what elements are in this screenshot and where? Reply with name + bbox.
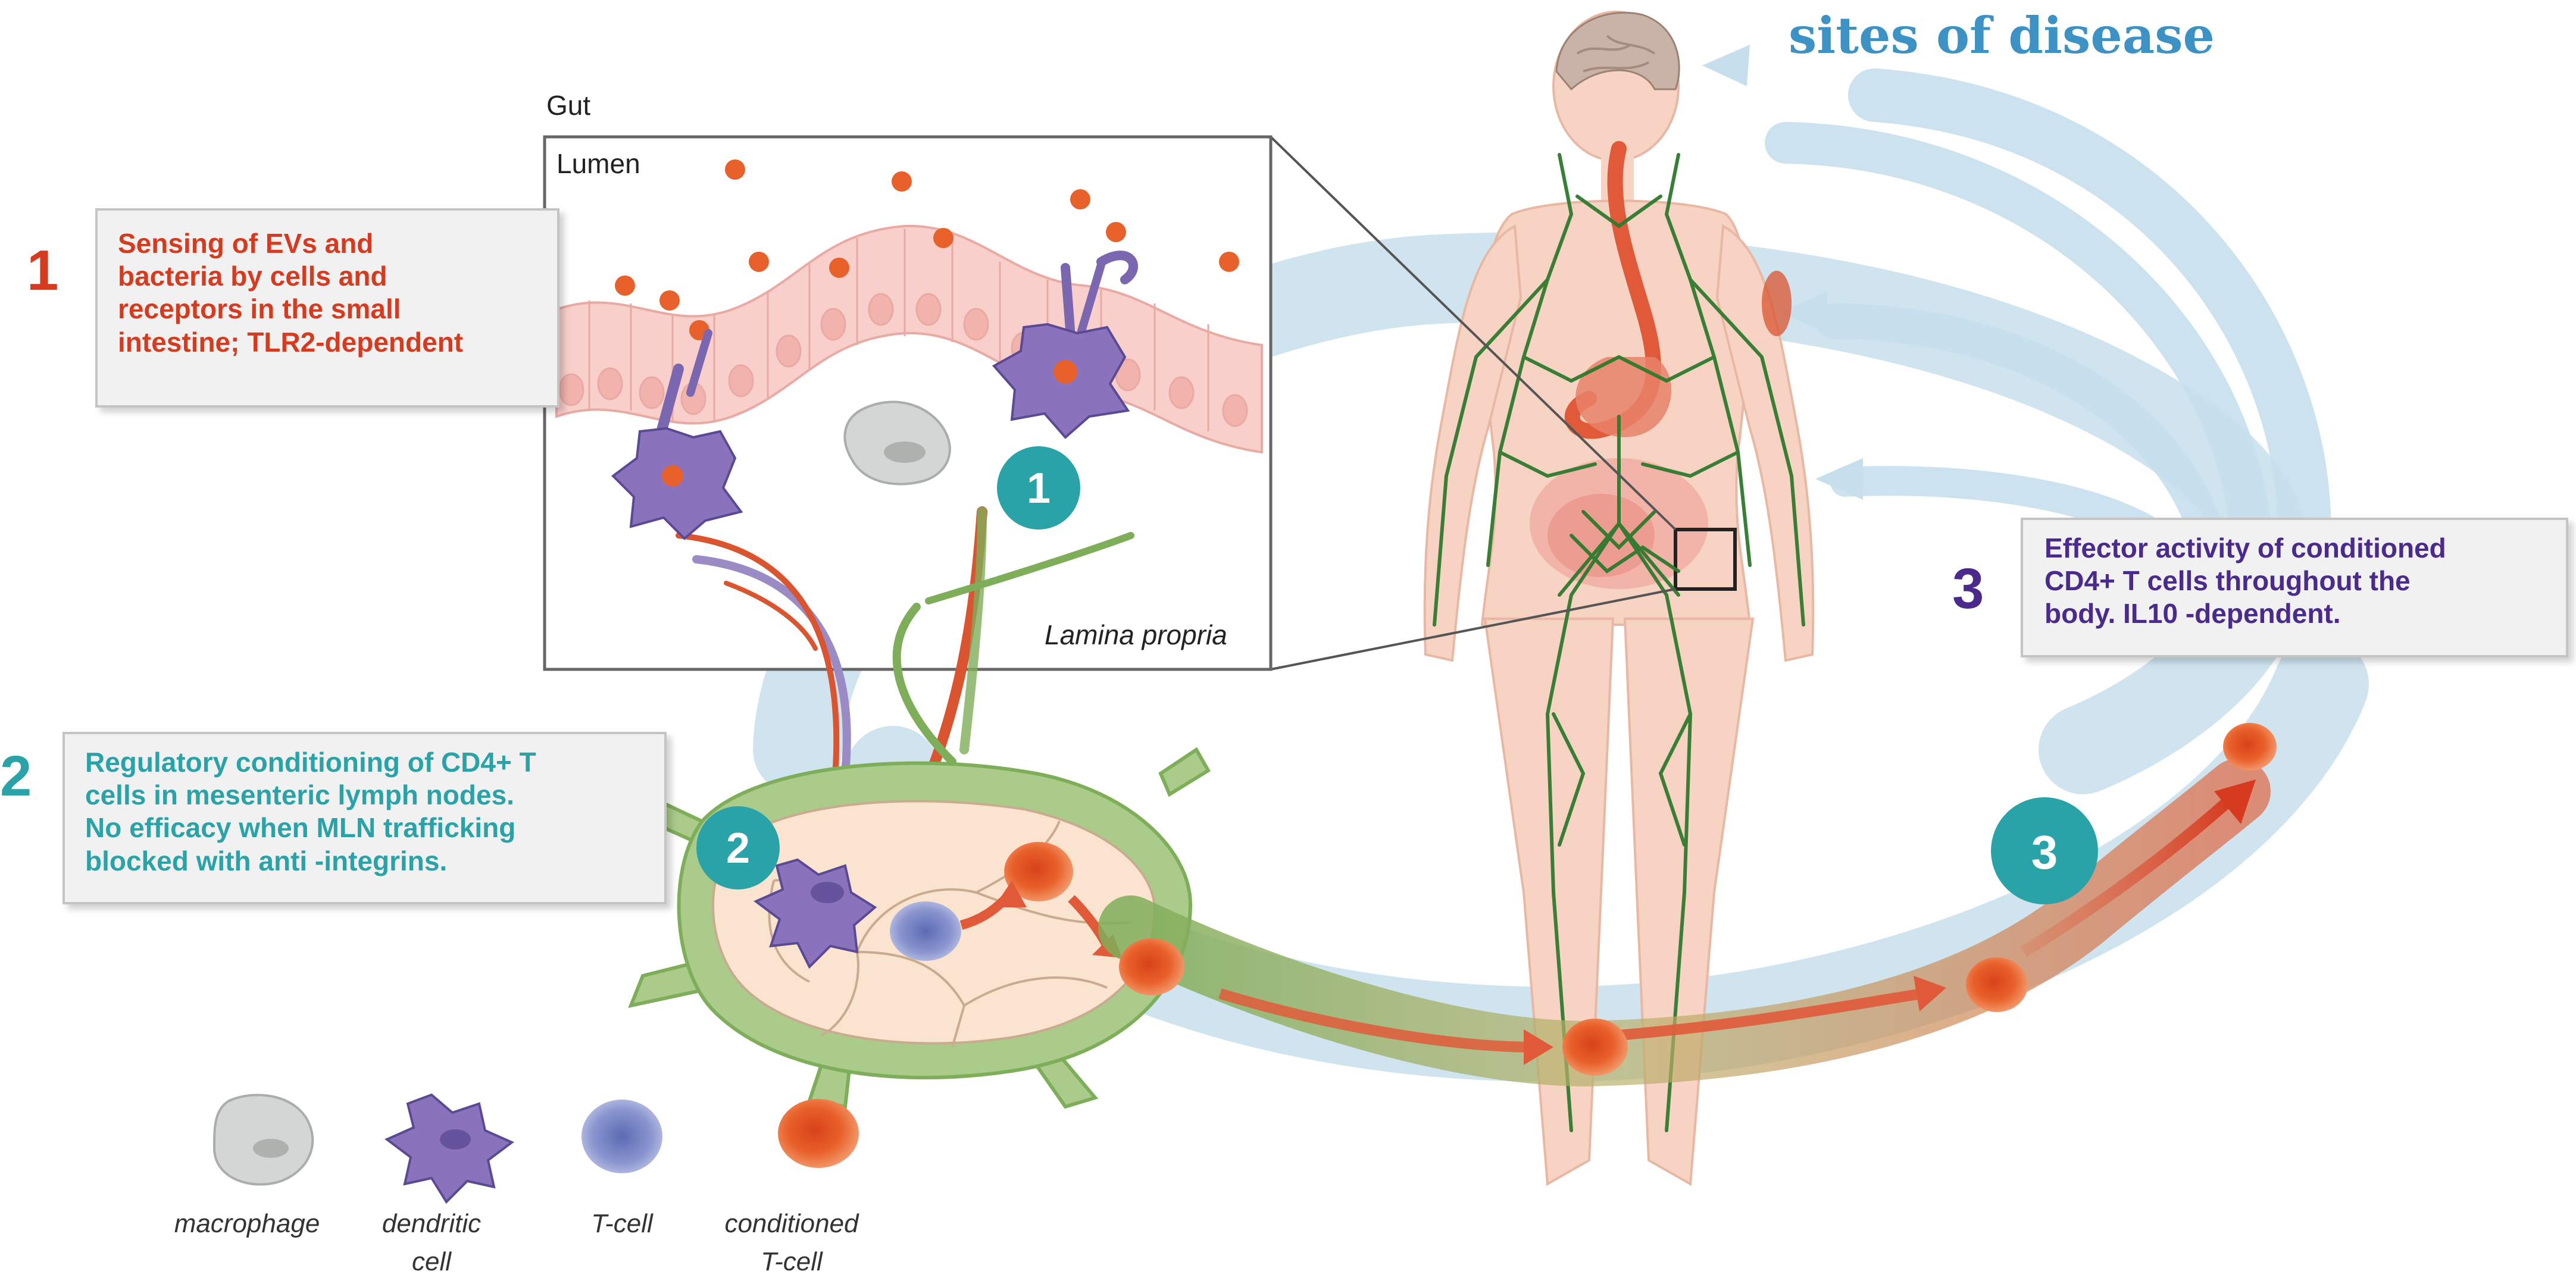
step-3-line: CD4+ T cells throughout the — [2044, 565, 2411, 597]
human-body — [1423, 11, 1815, 1186]
step-2-line: cells in mesenteric lymph nodes. — [85, 779, 514, 811]
step-3-line: Effector activity of conditioned — [2044, 533, 2446, 563]
step-badge-3-label: 3 — [2031, 826, 2058, 879]
step-2-callout: Regulatory conditioning of CD4+ T cells … — [62, 732, 667, 904]
lamina-propria-label: Lamina propria — [1045, 619, 1227, 650]
legend-label-conditioned-t-cell: conditioned T-cell — [661, 1205, 923, 1281]
migrating-conditioned-t-cell — [1119, 938, 1184, 995]
step-2-line: blocked with anti -integrins. — [85, 845, 448, 876]
step-2-line: No efficacy when MLN trafficking — [85, 812, 516, 844]
legend-label-t-cell: T-cell — [524, 1205, 720, 1243]
legend-label-line: dendritic — [382, 1209, 482, 1238]
diagram-title: sites of disease — [1789, 6, 2215, 65]
conditioned-t-cell-icon — [778, 1099, 859, 1168]
node-dendritic-cell — [754, 858, 877, 969]
step-1-line: receptors in the small — [118, 293, 401, 325]
step-1-number: 1 — [27, 239, 59, 302]
step-badge-1-label: 1 — [1027, 465, 1051, 512]
step-1-line: bacteria by cells and — [118, 261, 387, 292]
step-1-line: intestine; TLR2-dependent — [118, 326, 464, 358]
legend-label-line: macrophage — [174, 1209, 320, 1238]
step-1-line: Sensing of EVs and — [118, 228, 374, 259]
step-3-number: 3 — [1952, 557, 1984, 621]
lumen-label: Lumen — [557, 148, 640, 179]
step-2-line: Regulatory conditioning of CD4+ T — [85, 747, 536, 778]
step-badge-1: 1 — [997, 446, 1080, 530]
node-conditioned-t-cell — [1004, 842, 1073, 901]
node-t-cell — [890, 901, 961, 961]
legend-label-line: T-cell — [761, 1246, 823, 1276]
step-badge-2-label: 2 — [726, 825, 750, 872]
t-cell-migration-path — [1098, 723, 2277, 1086]
legend-icons — [212, 1093, 859, 1204]
dendritic-cell-icon — [384, 1093, 514, 1204]
inset-dendritic-cell-left — [611, 329, 743, 540]
step-badge-2: 2 — [696, 806, 780, 890]
step-3-line: body. IL10 -dependent. — [2044, 598, 2341, 629]
legend-label-line: cell — [411, 1246, 452, 1276]
migrating-conditioned-t-cell — [1966, 957, 2028, 1012]
inset-macrophage — [843, 400, 951, 486]
legend-label-line: conditioned — [724, 1209, 859, 1238]
step-1-callout: Sensing of EVs and bacteria by cells and… — [95, 208, 559, 408]
gut-inset — [543, 135, 1677, 863]
step-2-number: 2 — [0, 744, 32, 808]
inset-dendritic-cell-right — [992, 250, 1139, 439]
legend-label-line: T-cell — [591, 1209, 653, 1238]
step-badge-3: 3 — [1991, 797, 2098, 904]
step-3-callout: Effector activity of conditioned CD4+ T … — [2021, 518, 2568, 657]
macrophage-icon — [212, 1094, 314, 1186]
migrating-conditioned-t-cell — [2223, 723, 2277, 771]
legend-label-macrophage: macrophage — [149, 1205, 345, 1243]
lymph-node — [628, 747, 1211, 1109]
t-cell-icon — [582, 1100, 662, 1173]
migrating-conditioned-t-cell — [1562, 1019, 1628, 1076]
legend-label-dendritic-cell: dendritic cell — [333, 1205, 530, 1281]
gut-label: Gut — [546, 90, 591, 121]
